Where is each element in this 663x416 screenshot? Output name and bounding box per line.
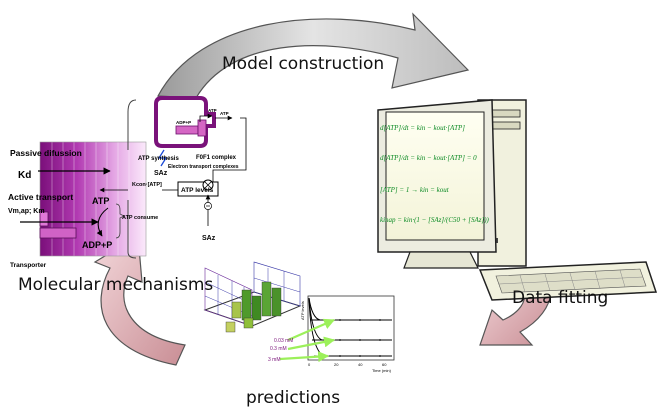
equation-2: d[ATP]/dt = kin − kout·[ATP] = 0 xyxy=(380,154,477,162)
conc-label-2: 3 mM xyxy=(268,357,281,363)
prediction-x-tick-40: 40 xyxy=(358,362,363,367)
prediction-x-tick-60: 60 xyxy=(382,362,387,367)
equation-3: [ATP] = 1 → kin = kout xyxy=(380,186,450,194)
saz-mito-label: SAz xyxy=(154,170,168,177)
adp-p-label: ADP+P xyxy=(82,240,112,250)
kcon-atp-label: Kcon·[ATP] xyxy=(132,182,162,188)
prediction-time-plot xyxy=(279,295,395,363)
stage-label-model-construction: Model construction xyxy=(222,54,385,74)
atp-out-label: ATP xyxy=(220,111,229,116)
adp-p-small-label: ADP+P xyxy=(176,120,191,125)
atp-synthesis-label: ATP synthesis xyxy=(138,156,179,162)
passive-diffusion-label-line1: Passive difussion xyxy=(10,148,82,158)
f0f1-complex-label: F0F1 complex xyxy=(196,155,237,161)
equation-4: kinap = kin·(1 − [SAz]/(C50 + [SAz])) xyxy=(380,216,490,224)
active-transport-label: Active transport xyxy=(8,192,73,202)
prediction-x-tick-20: 20 xyxy=(334,362,339,367)
kd-label: Kd xyxy=(18,170,31,181)
atp-inside-label: ATP xyxy=(92,196,109,206)
vmax-km-label: Vm,ap; Km xyxy=(8,208,45,215)
model-construction-arrow xyxy=(157,12,470,99)
stage-label-predictions: predictions xyxy=(246,388,341,408)
electron-transport-label: Electron transport complexes xyxy=(168,164,239,170)
prediction-x-label: Time (min) xyxy=(372,368,392,373)
computer-illustration xyxy=(377,99,658,301)
prediction-3d-plot xyxy=(203,261,302,333)
atp-levels-label: ATP levels xyxy=(181,187,214,194)
saz-inhibitor-label: SAz xyxy=(202,235,216,242)
prediction-x-tick-0: 0 xyxy=(308,362,311,367)
conc-label-0: 0.03 mM xyxy=(274,338,293,344)
stage-label-data-fitting: Data fitting xyxy=(512,288,609,308)
prediction-3d-bars xyxy=(225,281,282,333)
mechanism-diagram xyxy=(20,96,247,259)
conc-label-1: 0.3 mM xyxy=(270,346,287,352)
prediction-y-label: ATP levels xyxy=(300,301,305,320)
equation-1: d[ATP]/dt = kin − kout·[ATP] xyxy=(380,124,465,132)
atp-consume-label: ATP consume xyxy=(122,215,158,221)
stage-label-molecular-mechanisms: Molecular mechanisms xyxy=(18,275,214,295)
atp-small-label: ATP xyxy=(208,108,217,113)
transporter-label: Transporter xyxy=(10,262,47,269)
